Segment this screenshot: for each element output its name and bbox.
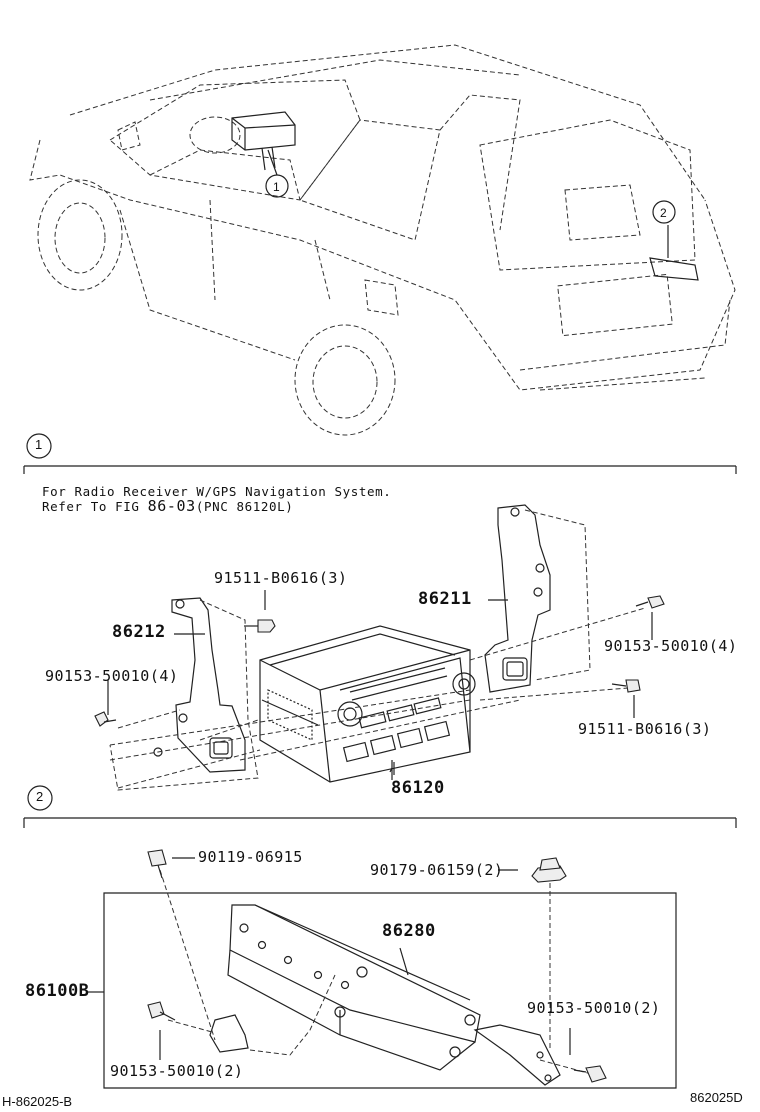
bracket-86211 [484,504,591,693]
part-90119-06915[interactable]: 90119-06915 [198,848,303,866]
vehicle-illustration: 1 2 [29,44,736,436]
figure-code-left: H-862025-B [2,1094,73,1109]
radio-receiver-86120 [259,625,476,783]
section2-frame [23,785,737,1089]
part-90153-50010-left-s1[interactable]: 90153-50010(4) [45,667,179,685]
note-refer-text: Refer To FIG [42,499,140,514]
part-90153-50010-right-s1[interactable]: 90153-50010(4) [604,637,738,655]
part-86120[interactable]: 86120 [391,778,445,798]
figure-code-right: 862025D [690,1090,743,1105]
section2-leader-lines [86,857,596,1076]
reference-note: For Radio Receiver W/GPS Navigation Syst… [42,484,391,514]
part-86280[interactable]: 86280 [382,921,436,941]
note-pnc: (PNC 86120L) [195,499,294,514]
bracket-86212 [153,597,246,773]
section2-screws [147,849,607,1083]
section1-leader-lines [107,590,653,791]
svg-text:2: 2 [660,206,667,220]
note-line-1: For Radio Receiver W/GPS Navigation Syst… [42,484,392,499]
part-90153-50010-right-s2[interactable]: 90153-50010(2) [527,999,661,1017]
callout-1: 1 [35,437,43,452]
note-fig-number: 86-03 [147,497,196,515]
svg-text:1: 1 [273,180,280,194]
part-86211[interactable]: 86211 [418,589,472,609]
part-90153-50010-left-s2[interactable]: 90153-50010(2) [110,1062,244,1080]
note-line-2: Refer To FIG 86-03(PNC 86120L) [42,497,391,515]
part-86212[interactable]: 86212 [112,622,166,642]
part-91511-b0616-right[interactable]: 91511-B0616(3) [578,720,712,738]
part-91511-b0616-top[interactable]: 91511-B0616(3) [214,569,348,587]
part-86100b[interactable]: 86100B [25,981,90,1001]
section1-frame [23,433,737,474]
part-90179-06159[interactable]: 90179-06159(2) [370,861,504,879]
callout-2: 2 [36,789,44,804]
section1-screws [94,595,665,727]
amplifier-86280 [209,904,561,1086]
